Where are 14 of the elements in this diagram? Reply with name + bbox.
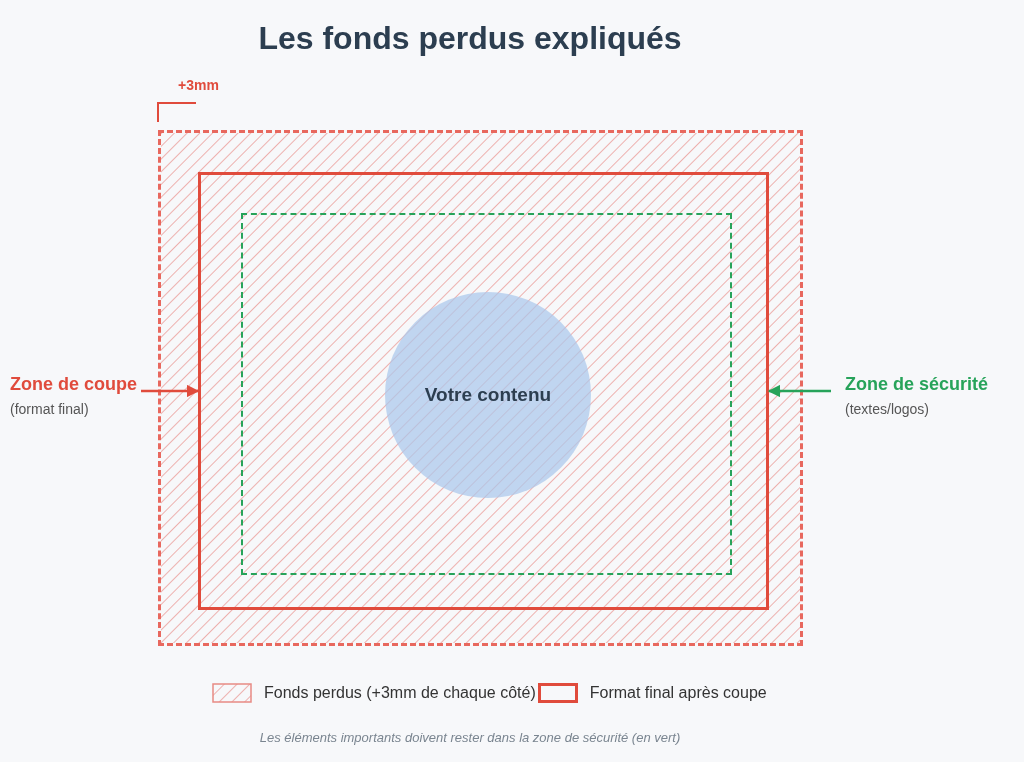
arrow (767, 384, 831, 398)
zone-label: Zone de sécurité (845, 374, 989, 395)
trim-line-zone-box (198, 172, 769, 610)
dimension-label: +3mm (178, 77, 219, 93)
zone-note: (format final) (10, 401, 89, 417)
arrow (141, 384, 200, 398)
bleed-area (158, 130, 803, 646)
legend-text: Fonds perdus (+3mm de chaque côté) (264, 684, 536, 702)
safety-zone-box (241, 213, 732, 575)
note: Les éléments importants doivent rester dans la zone de sécurité (en vert) (258, 730, 682, 745)
title: Les fonds perdus expliqués (257, 20, 683, 57)
zone-note: (textes/logos) (845, 401, 930, 417)
zone-label: Zone de coupe (10, 374, 137, 395)
legend-text: Format final après coupe (589, 684, 767, 702)
